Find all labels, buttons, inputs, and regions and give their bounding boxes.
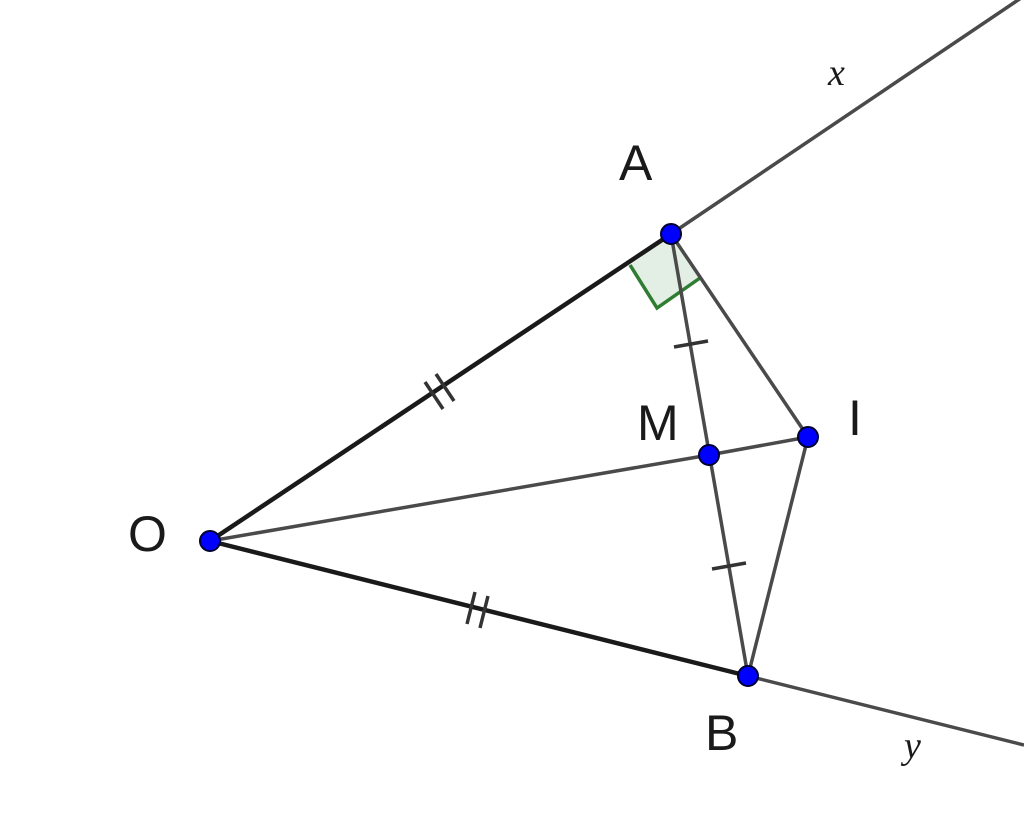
point-B[interactable]	[737, 665, 759, 687]
point-A[interactable]	[660, 223, 682, 245]
segment-BI	[746, 436, 810, 677]
point-I[interactable]	[797, 426, 819, 448]
label-M: M	[637, 395, 679, 451]
right-angle-marker-A-stroke	[628, 264, 702, 311]
double-tick-OA	[423, 373, 456, 410]
segment-OM	[209, 453, 710, 543]
right-angle-marker-A	[630, 234, 700, 308]
point-M[interactable]	[698, 444, 720, 466]
segment-OB	[209, 538, 749, 679]
ray-ox-extension	[670, 0, 1022, 236]
label-A: A	[619, 135, 653, 191]
ray-oy-extension	[747, 674, 1024, 747]
label-B: B	[705, 705, 738, 761]
segment-AI	[669, 233, 810, 438]
label-I: I	[848, 390, 862, 446]
label-ray-x: x	[827, 52, 845, 94]
label-ray-y: y	[900, 725, 921, 767]
segment-MI	[708, 435, 809, 457]
double-tick-OB	[465, 591, 490, 629]
tick-MB	[711, 561, 747, 571]
point-O[interactable]	[199, 530, 221, 552]
label-O: O	[128, 506, 167, 562]
segment-OA	[208, 232, 673, 543]
tick-AM	[673, 339, 709, 349]
